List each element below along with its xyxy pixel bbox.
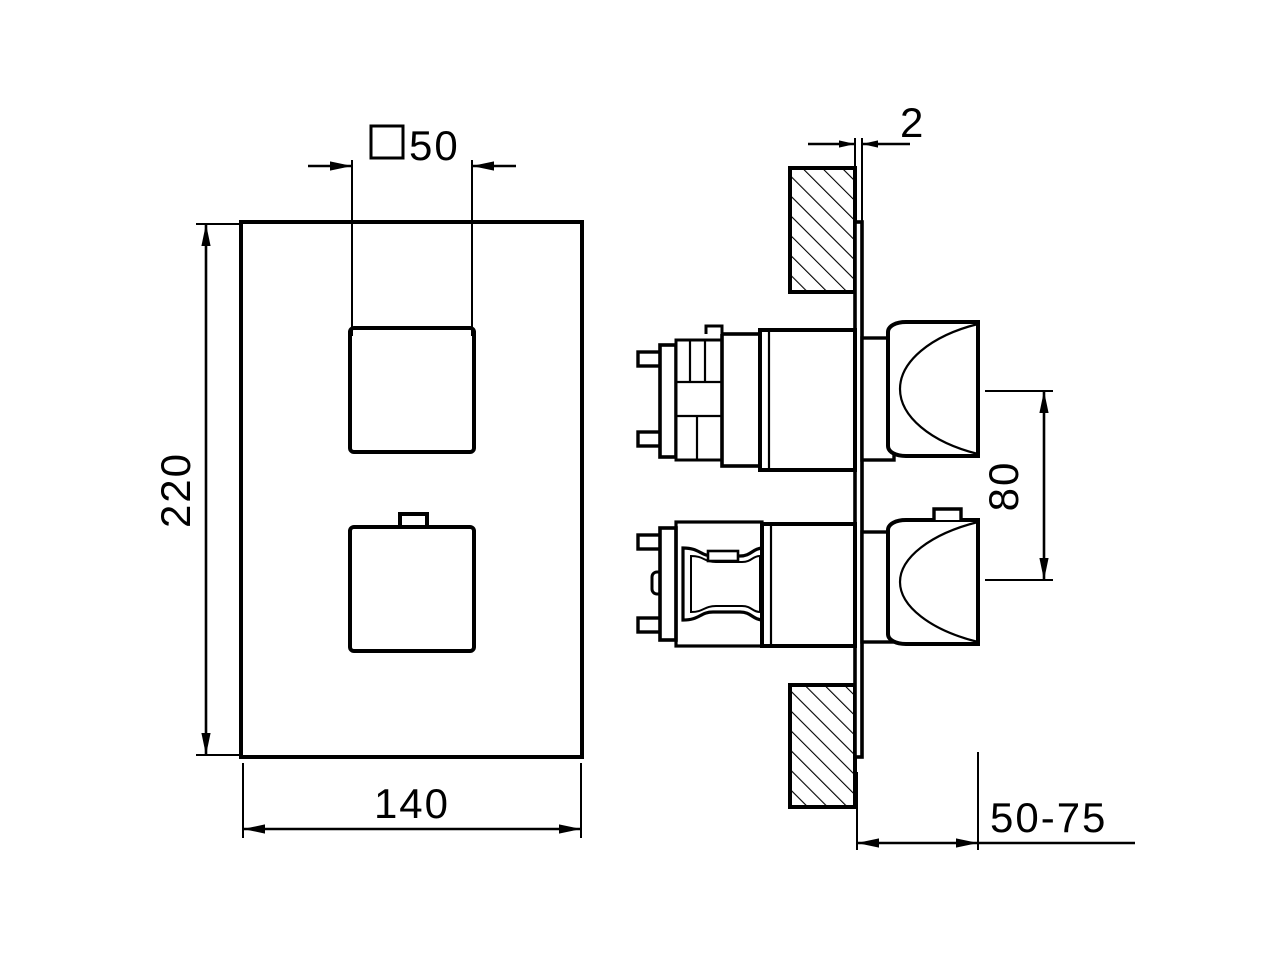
front-face-plate [239,220,584,759]
dimension-label-plate-height: 220 [152,452,199,528]
front-upper-handle [348,326,476,454]
upper-valve-cartridge-body [674,338,724,462]
dimension-label-projection-range: 50-75 [990,794,1107,841]
upper-handle-inner-curve [898,322,979,456]
lower-valve-flange [658,526,678,642]
wall-section-lower [788,683,857,809]
upper-valve-shoulder-nib [704,324,724,334]
front-lower-handle [348,525,476,653]
dimension-plate-thickness: 2 [808,99,925,310]
lower-valve-barrel [760,522,857,648]
upper-valve-shoulder [720,332,762,468]
lower-valve-cartridge-nib [706,549,740,563]
dimension-label-plate-thickness: 2 [900,99,925,146]
wall-section-upper [788,166,857,294]
upper-valve-flange [658,343,678,459]
side-face-plate [853,220,864,759]
dimension-label-handle-size: 50 [409,122,460,169]
lower-handle-inner-curve [898,520,979,644]
lower-handle-tab [932,507,963,520]
front-lower-handle-tab [398,512,429,527]
upper-handle-body [886,320,980,458]
dimension-label-plate-width: 140 [374,780,450,827]
dimension-projection-range: 50-75 [856,752,1135,850]
upper-valve-barrel [758,328,857,472]
dimension-label-handle-spacing: 80 [980,461,1027,512]
upper-valve-assembly [636,320,980,472]
dimension-handle-spacing: 80 [980,390,1053,581]
lower-valve-assembly [636,507,980,648]
side-section-view-group [636,166,980,809]
front-view-group [239,220,584,759]
square-symbol-icon [369,124,405,160]
dimension-handle-size: 50 [308,122,516,336]
lower-handle-body [886,518,980,646]
dimension-plate-height: 220 [152,223,241,756]
dimension-plate-width: 140 [242,763,582,838]
